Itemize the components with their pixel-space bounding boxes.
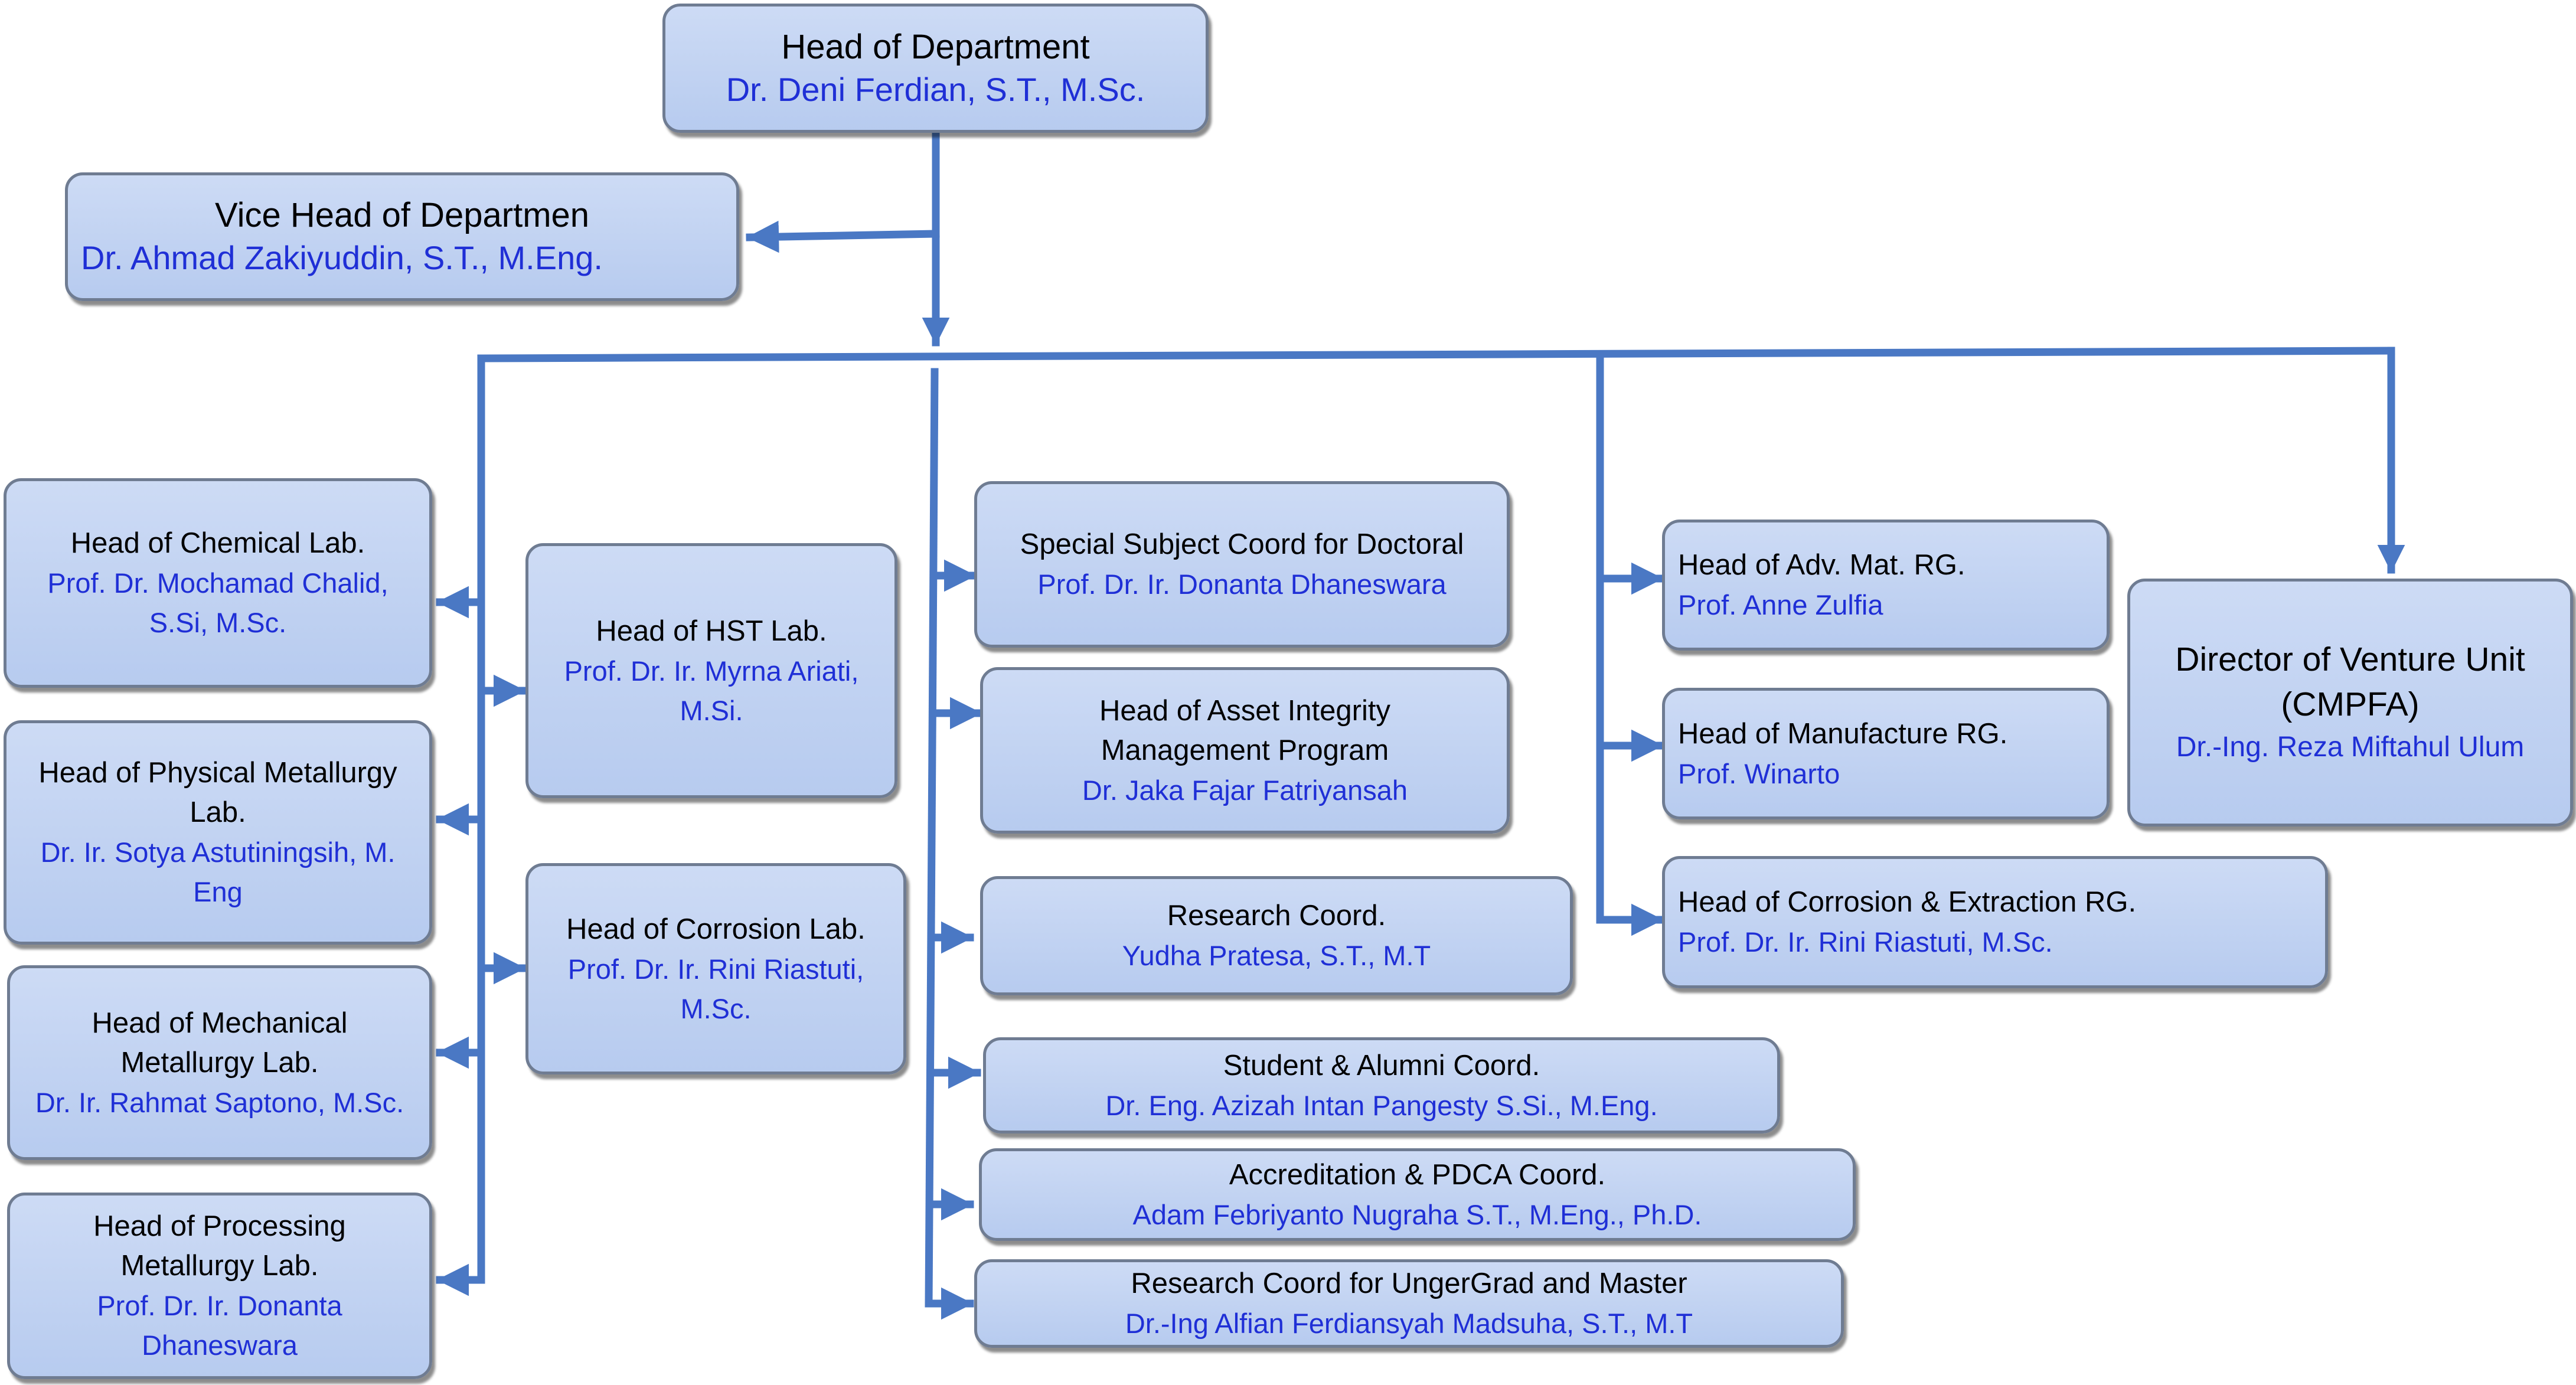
adv-mat-rg-box[interactable]: Head of Adv. Mat. RG. Prof. Anne Zulfia xyxy=(1662,520,2110,651)
corrosion-extraction-rg-box[interactable]: Head of Corrosion & Extraction RG. Prof.… xyxy=(1662,856,2328,988)
vice-head-box[interactable]: Vice Head of Departmen Dr. Ahmad Zakiyud… xyxy=(65,172,739,301)
manufacture-rg-box[interactable]: Head of Manufacture RG. Prof. Winarto xyxy=(1662,688,2110,819)
lab-head-name: Dr. Ir. Sotya Astutiningsih, M. Eng xyxy=(40,837,396,907)
vice-name: Dr. Ahmad Zakiyuddin, S.T., M.Eng. xyxy=(81,239,603,276)
coord-name: Prof. Dr. Ir. Donanta Dhaneswara xyxy=(1037,569,1447,600)
head-of-department-box[interactable]: Head of Department Dr. Deni Ferdian, S.T… xyxy=(662,4,1209,133)
coord-title: Student & Alumni Coord. xyxy=(1223,1049,1540,1082)
lab-head-name: Prof. Dr. Ir. Myrna Ariati, M.Si. xyxy=(564,655,859,726)
venture-name: Dr.-Ing. Reza Miftahul Ulum xyxy=(2176,731,2525,763)
special-subject-coord-box[interactable]: Special Subject Coord for Doctoral Prof.… xyxy=(974,481,1510,648)
rg-name: Prof. Dr. Ir. Rini Riastuti, M.Sc. xyxy=(1678,926,2053,958)
lab-title: Head of Processing Metallurgy Lab. xyxy=(93,1210,346,1282)
research-coord-box[interactable]: Research Coord. Yudha Pratesa, S.T., M.T xyxy=(980,876,1573,995)
lab-head-name: Prof. Dr. Ir. Donanta Dhaneswara xyxy=(97,1290,342,1361)
vice-connector xyxy=(746,220,940,253)
coord-name: Dr. Eng. Azizah Intan Pangesty S.Si., M.… xyxy=(1105,1089,1658,1121)
venture-title: Director of Venture Unit (CMPFA) xyxy=(2175,641,2525,723)
coord-name: Yudha Pratesa, S.T., M.T xyxy=(1122,940,1431,971)
rg-name: Prof. Winarto xyxy=(1678,757,1840,789)
coord-title: Head of Asset Integrity Management Progr… xyxy=(1099,694,1390,766)
coord-name: Adam Febriyanto Nugraha S.T., M.Eng., Ph… xyxy=(1132,1198,1702,1230)
lab-title: Head of Chemical Lab. xyxy=(70,527,365,559)
rg-title: Head of Adv. Mat. RG. xyxy=(1678,549,1966,581)
rg-title: Head of Corrosion & Extraction RG. xyxy=(1678,886,2137,918)
student-alumni-coord-box[interactable]: Student & Alumni Coord. Dr. Eng. Azizah … xyxy=(983,1037,1780,1134)
head-title: Head of Department xyxy=(781,27,1090,66)
rg-name: Prof. Anne Zulfia xyxy=(1678,589,1883,620)
coord-spine xyxy=(925,368,939,1308)
lab-title: Head of Physical Metallurgy Lab. xyxy=(38,757,397,828)
coord-title: Special Subject Coord for Doctoral xyxy=(1020,528,1464,560)
coord-name: Dr.-Ing Alfian Ferdiansyah Madsuha, S.T.… xyxy=(1125,1308,1693,1339)
corrosion-lab-box[interactable]: Head of Corrosion Lab. Prof. Dr. Ir. Rin… xyxy=(525,863,906,1074)
accreditation-coord-box[interactable]: Accreditation & PDCA Coord. Adam Febriya… xyxy=(979,1148,1856,1241)
research-coord-undergrad-box[interactable]: Research Coord for UngerGrad and Master … xyxy=(974,1259,1844,1348)
head-name: Dr. Deni Ferdian, S.T., M.Sc. xyxy=(726,70,1145,108)
asset-integrity-program-box[interactable]: Head of Asset Integrity Management Progr… xyxy=(980,667,1510,834)
lab-head-name: Dr. Ir. Rahmat Saptono, M.Sc. xyxy=(35,1086,404,1118)
coord-title: Research Coord for UngerGrad and Master xyxy=(1131,1268,1687,1299)
physical-metallurgy-lab-box[interactable]: Head of Physical Metallurgy Lab. Dr. Ir.… xyxy=(4,720,432,945)
processing-metallurgy-lab-box[interactable]: Head of Processing Metallurgy Lab. Prof.… xyxy=(7,1193,432,1379)
lab-title: Head of Mechanical Metallurgy Lab. xyxy=(92,1007,348,1079)
lab-head-name: Prof. Dr. Mochamad Chalid, S.Si, M.Sc. xyxy=(47,567,388,638)
lab-title: Head of HST Lab. xyxy=(596,615,827,647)
lab-head-name: Prof. Dr. Ir. Rini Riastuti, M.Sc. xyxy=(567,953,864,1024)
hst-lab-box[interactable]: Head of HST Lab. Prof. Dr. Ir. Myrna Ari… xyxy=(525,543,897,798)
chemical-lab-box[interactable]: Head of Chemical Lab. Prof. Dr. Mochamad… xyxy=(4,478,432,688)
mechanical-metallurgy-lab-box[interactable]: Head of Mechanical Metallurgy Lab. Dr. I… xyxy=(7,965,432,1160)
lab-title: Head of Corrosion Lab. xyxy=(566,913,866,945)
coord-name: Dr. Jaka Fajar Fatriyansah xyxy=(1082,774,1408,806)
main-bus xyxy=(477,347,2395,362)
coord-title: Accreditation & PDCA Coord. xyxy=(1229,1158,1606,1191)
venture-unit-director-box[interactable]: Director of Venture Unit (CMPFA) Dr.-Ing… xyxy=(2127,579,2573,827)
coord-title: Research Coord. xyxy=(1167,900,1386,932)
vice-title: Vice Head of Departmen xyxy=(214,196,590,234)
rg-title: Head of Manufacture RG. xyxy=(1678,717,2008,750)
